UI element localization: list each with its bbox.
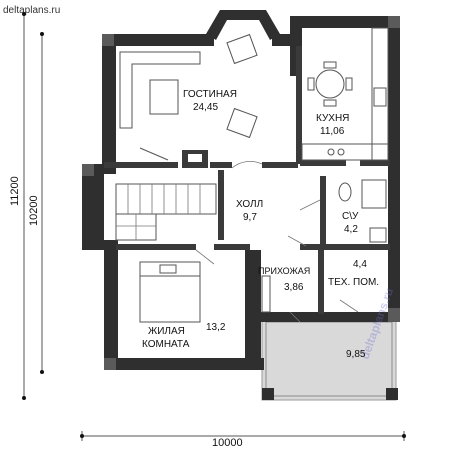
wall-right bbox=[388, 16, 400, 320]
chair-3 bbox=[307, 77, 315, 91]
dim-depth-outer-dot-bottom bbox=[22, 396, 26, 400]
wall-top-kitchen bbox=[272, 34, 292, 46]
wall-wc-left bbox=[320, 176, 326, 248]
chair-4 bbox=[345, 77, 353, 91]
dining-table bbox=[315, 69, 345, 99]
wall-living-kitchen bbox=[296, 46, 302, 164]
staircase bbox=[115, 183, 217, 241]
room-tech-area: 4,4 bbox=[353, 259, 367, 270]
wall-hall-bedroom-2 bbox=[214, 244, 250, 250]
dim-depth-outer-label: 11200 bbox=[9, 176, 21, 206]
wall-entry-tech bbox=[318, 250, 324, 314]
dim-depth-outer-dot-top bbox=[22, 12, 26, 16]
corner-1 bbox=[102, 34, 114, 46]
wardrobe bbox=[261, 275, 271, 313]
chair-2 bbox=[323, 99, 337, 107]
dim-depth-inner-dot-bottom bbox=[40, 370, 44, 374]
wall-top-living bbox=[102, 34, 214, 46]
kitchen-sink bbox=[373, 87, 387, 107]
wall-bay-window bbox=[206, 10, 280, 40]
room-hall-name: ХОЛЛ bbox=[236, 199, 263, 210]
room-hall-area: 9,7 bbox=[243, 212, 257, 223]
corner-sofa bbox=[119, 51, 201, 129]
door-terrace bbox=[289, 311, 301, 323]
room-kitchen-name: КУХНЯ bbox=[316, 113, 349, 124]
wall-left-step-bottom bbox=[82, 240, 118, 250]
wall-kitchen-bottom-2 bbox=[360, 160, 390, 166]
fireplace-inner bbox=[188, 154, 202, 162]
nightstand bbox=[159, 264, 177, 274]
corner-4 bbox=[388, 308, 400, 322]
dim-depth-inner-label: 10200 bbox=[28, 195, 40, 226]
door-wc bbox=[299, 199, 321, 211]
terrace bbox=[261, 317, 397, 401]
wall-kitchen-bottom bbox=[300, 160, 346, 166]
dim-depth-inner-dot-top bbox=[40, 32, 44, 36]
door-bedroom bbox=[195, 249, 215, 265]
wall-kitchen-top bbox=[290, 16, 400, 28]
room-wc-area: 4,2 bbox=[344, 224, 358, 235]
wall-living-bottom-2 bbox=[210, 162, 232, 168]
wall-stairs-hall bbox=[218, 170, 224, 240]
door-tech bbox=[339, 299, 359, 313]
wall-left-lower bbox=[104, 240, 118, 370]
room-entry-name: ПРИХОЖАЯ bbox=[258, 266, 310, 276]
terrace-post-bl bbox=[262, 388, 274, 400]
sofa-cushion bbox=[149, 79, 179, 115]
room-tech-name: ТЕХ. ПОМ. bbox=[328, 277, 379, 288]
corner-2 bbox=[388, 16, 400, 28]
room-living-name: ГОСТИНАЯ bbox=[183, 89, 237, 100]
wall-hall-bedroom bbox=[116, 244, 196, 250]
wall-left-stairs bbox=[82, 164, 104, 248]
toilet bbox=[338, 182, 352, 202]
shower bbox=[361, 179, 387, 209]
stove-burner-2 bbox=[337, 148, 345, 156]
room-entry-area: 3,86 bbox=[284, 282, 304, 293]
room-living-area: 24,45 bbox=[193, 102, 218, 113]
dim-width-dot-right bbox=[402, 434, 406, 438]
wall-left-upper bbox=[102, 34, 116, 166]
terrace-post-br bbox=[386, 388, 398, 400]
wall-left-step bbox=[82, 164, 116, 174]
kitchen-counter-bottom bbox=[301, 143, 389, 161]
bed-pillow bbox=[139, 261, 201, 277]
stove-burner-1 bbox=[327, 148, 335, 156]
corner-3 bbox=[104, 358, 116, 370]
bed bbox=[139, 261, 201, 323]
room-kitchen-area: 11,06 bbox=[320, 126, 345, 137]
corner-5 bbox=[82, 164, 94, 176]
chair-1 bbox=[323, 61, 337, 69]
room-terrace-area: 9,85 bbox=[346, 349, 366, 360]
wall-living-bottom-3 bbox=[262, 162, 298, 168]
site-label: deltaplans.ru bbox=[3, 5, 60, 16]
armchair-2 bbox=[226, 107, 258, 139]
chaise-line bbox=[139, 147, 169, 161]
wall-wc-bottom bbox=[300, 244, 390, 250]
dim-width-dot-left bbox=[80, 434, 84, 438]
room-wc-name: С\У bbox=[342, 211, 359, 222]
wall-bottom-bedroom bbox=[104, 358, 264, 370]
wall-bedroom-right bbox=[245, 250, 261, 370]
sink-wc bbox=[369, 227, 387, 243]
dim-width-label: 10000 bbox=[212, 437, 243, 449]
wall-bottom-entry bbox=[245, 312, 400, 322]
door-entry bbox=[287, 235, 307, 247]
armchair-1 bbox=[226, 33, 258, 65]
room-bedroom-area: 13,2 bbox=[206, 322, 226, 333]
door-hall bbox=[231, 160, 263, 169]
room-bedroom-name-2: КОМНАТА bbox=[142, 339, 190, 350]
room-bedroom-name-1: ЖИЛАЯ bbox=[148, 326, 185, 337]
wall-living-bottom bbox=[104, 162, 178, 168]
